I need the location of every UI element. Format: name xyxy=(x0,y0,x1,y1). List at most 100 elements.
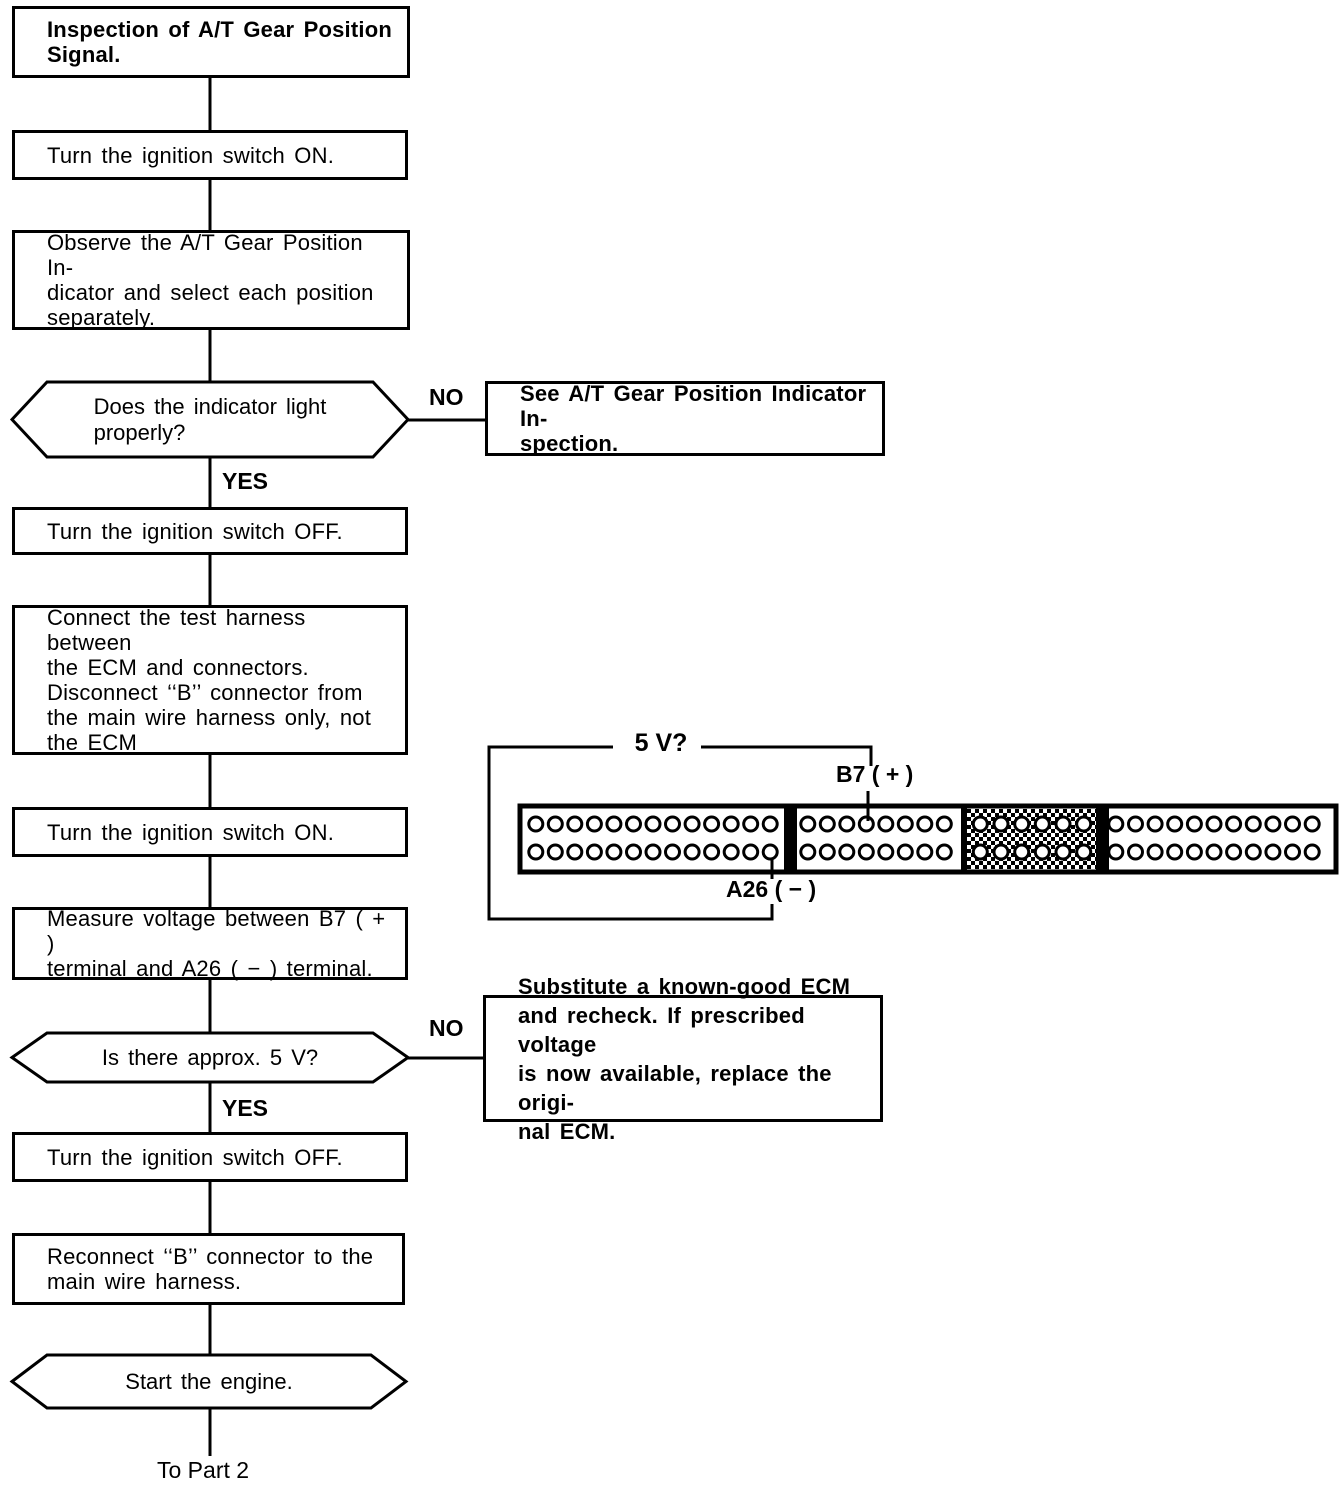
step-ignition-off-box-2: Turn the ignition switch OFF. xyxy=(12,1132,408,1182)
connector-pin xyxy=(799,843,817,861)
connector-pin xyxy=(546,843,564,861)
connector-pin xyxy=(585,815,603,833)
connector-pin xyxy=(1107,815,1125,833)
connector-pin xyxy=(644,815,662,833)
connector-pin xyxy=(625,843,642,861)
step-text: Observe the A/T Gear Position In- dicato… xyxy=(47,230,374,330)
step-text: Turn the ignition switch ON. xyxy=(47,142,335,168)
no-label-1: NO xyxy=(429,384,464,410)
connector-pin xyxy=(992,843,1010,861)
connector-divider xyxy=(784,806,797,872)
result-text: Substitute a known-good ECM and recheck.… xyxy=(518,973,851,1144)
connector-pin xyxy=(664,843,681,861)
decision-shape-2 xyxy=(9,1031,411,1084)
connector-pin xyxy=(761,815,779,833)
yes-label-1: YES xyxy=(222,468,269,494)
connector-pin xyxy=(585,843,603,861)
connector-pin xyxy=(644,843,662,861)
connector-pin xyxy=(625,815,642,833)
step-text: Turn the ignition switch OFF. xyxy=(47,518,343,544)
connector-pin xyxy=(935,815,953,833)
connector-pin xyxy=(566,815,584,833)
connector-pin xyxy=(1166,815,1184,833)
connector-divider xyxy=(1096,806,1109,872)
step-ignition-off-box-1: Turn the ignition switch OFF. xyxy=(12,507,408,555)
connector-pin xyxy=(1264,843,1282,861)
flow-connector-lines xyxy=(208,78,486,1456)
connector-pin xyxy=(566,843,584,861)
connector-pin xyxy=(1075,815,1093,833)
connector-pin xyxy=(1284,815,1301,833)
result-see-indicator-inspection-box: See A/T Gear Position Indicator In- spec… xyxy=(485,381,885,456)
step-ignition-on-box-2: Turn the ignition switch ON. xyxy=(12,807,408,857)
connector-pin xyxy=(818,843,836,861)
connector-pin xyxy=(664,815,681,833)
connector-pin xyxy=(1185,815,1203,833)
negative-terminal-label: A26 ( − ) xyxy=(726,876,817,902)
connector-pin xyxy=(1185,843,1203,861)
connector-pin xyxy=(1205,843,1223,861)
connector-pin xyxy=(1284,843,1301,861)
connector-pin xyxy=(916,843,934,861)
connector-pin xyxy=(1146,843,1164,861)
connector-pin xyxy=(992,815,1010,833)
decision-text: Is there approx. 5 V? xyxy=(101,1045,319,1070)
step-observe-indicator-box: Observe the A/T Gear Position In- dicato… xyxy=(12,230,410,330)
step-connect-test-harness-box: Connect the test harness between the ECM… xyxy=(12,605,408,755)
connector-pin xyxy=(1225,843,1243,861)
connector-pin xyxy=(683,815,701,833)
connector-pin xyxy=(722,815,740,833)
connector-pin xyxy=(1013,843,1031,861)
step-title-text: Inspection of A/T Gear Position Signal. xyxy=(47,17,392,67)
decision-shape-1 xyxy=(9,380,411,459)
step-text: Turn the ignition switch ON. xyxy=(47,819,335,845)
decision-text: Start the engine. xyxy=(125,1368,293,1394)
decision-shape-3 xyxy=(9,1353,409,1410)
result-text: See A/T Gear Position Indicator In- spec… xyxy=(520,381,867,456)
connector-pin xyxy=(742,843,760,861)
connector-pin xyxy=(527,843,545,861)
connector-pin xyxy=(971,843,989,861)
connector-pin xyxy=(527,815,545,833)
step-measure-voltage-box: Measure voltage between B7 ( + ) termina… xyxy=(12,906,408,981)
connector-pin xyxy=(1127,815,1144,833)
decision-text: Does the indicator light properly? xyxy=(93,393,327,445)
connector-pin xyxy=(1205,815,1223,833)
connector-pin xyxy=(935,843,953,861)
connector-pin xyxy=(1033,843,1051,861)
connector-pin xyxy=(799,815,817,833)
positive-terminal-label: B7 ( + ) xyxy=(836,761,914,787)
step-reconnect-connector-box: Reconnect ‘‘B’’ connector to the main wi… xyxy=(12,1233,405,1305)
connector-pin xyxy=(1303,815,1321,833)
connector-divider xyxy=(961,806,967,872)
voltage-bracket-lines xyxy=(487,745,873,921)
connector-pin xyxy=(761,843,779,861)
decision-start-engine: Start the engine. xyxy=(12,1355,406,1408)
connector-pin xyxy=(916,815,934,833)
connector-pin xyxy=(546,815,564,833)
connector-pin xyxy=(1033,815,1051,833)
connector-pin xyxy=(877,843,895,861)
connector-pin xyxy=(1244,843,1262,861)
step-text: Turn the ignition switch OFF. xyxy=(47,1144,343,1170)
connector-pin xyxy=(703,843,721,861)
connector-pin xyxy=(896,815,914,833)
ecm-connector-diagram xyxy=(487,745,1339,921)
connector-pin xyxy=(1127,843,1144,861)
step-ignition-on-box-1: Turn the ignition switch ON. xyxy=(12,130,408,180)
connector-pin xyxy=(818,815,836,833)
no-label-2: NO xyxy=(429,1015,464,1041)
connector-pin xyxy=(1107,843,1125,861)
step-title-box: Inspection of A/T Gear Position Signal. xyxy=(12,6,410,78)
decision-shapes xyxy=(9,380,411,1410)
connector-pin xyxy=(1303,843,1321,861)
decision-approx-5v: Is there approx. 5 V? xyxy=(12,1033,408,1083)
connector-pin xyxy=(877,815,895,833)
connector-pin xyxy=(971,815,989,833)
connector-pin xyxy=(683,843,701,861)
connector-pin xyxy=(838,843,856,861)
to-part-2-label: To Part 2 xyxy=(157,1457,250,1483)
connector-pin xyxy=(1054,843,1072,861)
